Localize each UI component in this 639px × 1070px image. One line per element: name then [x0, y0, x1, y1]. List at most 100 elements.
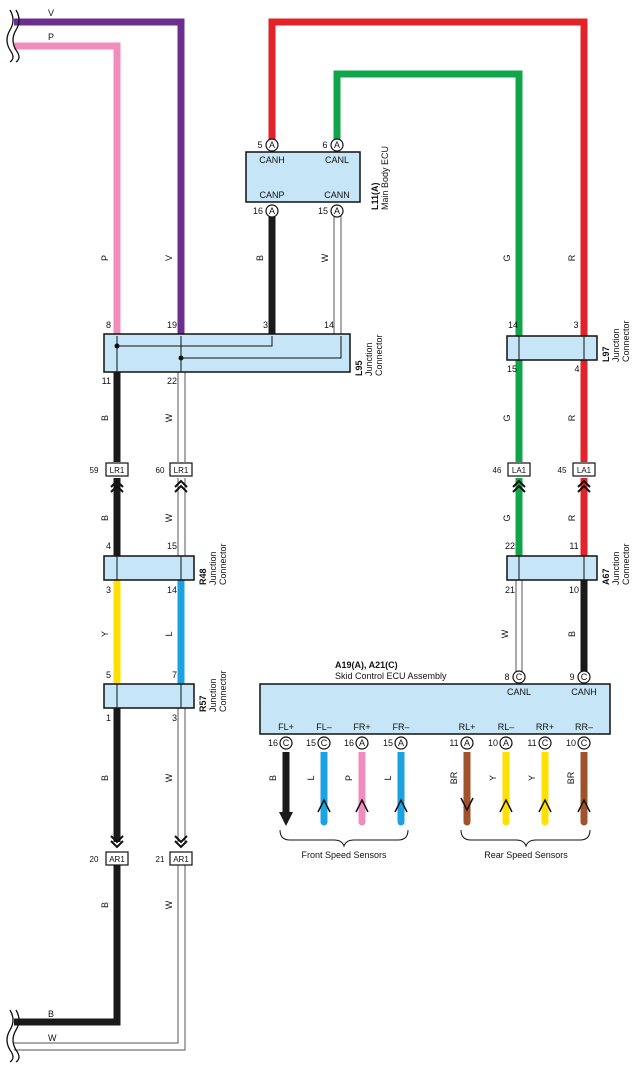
wire-label-w: W — [164, 900, 174, 909]
skid-ecu-name: Skid Control ECU Assembly — [335, 671, 447, 681]
l97-label: L97 Junction Connector — [601, 320, 631, 362]
l97-desc1: Junction — [611, 328, 621, 362]
inline-connector-name: LA1 — [577, 466, 592, 475]
r48-pin: 3 — [106, 585, 111, 595]
skid-sensor-signal: RR– — [575, 722, 593, 732]
inline-connector-ar1-21: AR1 21 — [156, 851, 193, 866]
main-ecu-label: L11(A) Main Body ECU — [370, 146, 390, 210]
pin-conn-letter: A — [359, 738, 365, 748]
inline-connector-name: AR1 — [173, 855, 189, 864]
wire-label-b: B — [100, 415, 110, 421]
wire-label-p: P — [100, 255, 110, 261]
a67-pin: 10 — [569, 585, 579, 595]
l97-pin: 15 — [507, 364, 517, 374]
rear-speed-sensors-label: Rear Speed Sensors — [484, 850, 568, 860]
pin-conn-letter: A — [334, 140, 340, 150]
inline-connector-la1-46: LA1 46 — [493, 462, 531, 477]
sensor-wire-label: BR — [449, 771, 459, 784]
skid-sensor-pin-number: 15 — [383, 738, 393, 748]
pin-conn-letter: C — [581, 672, 588, 682]
r57-pin: 7 — [172, 670, 177, 680]
skid-control-ecu-box — [259, 683, 611, 735]
inline-connector-ar1-20: AR1 20 — [90, 851, 129, 866]
inline-connector-pin: 20 — [90, 855, 99, 864]
skid-sensor-pin-number: 10 — [566, 738, 576, 748]
inline-connector-name: AR1 — [109, 855, 125, 864]
pin-circle — [394, 736, 408, 750]
l97-pin: 14 — [508, 320, 518, 330]
inline-connector-pin: 45 — [558, 466, 567, 475]
wire-v — [14, 18, 185, 336]
l97-pin: 4 — [574, 364, 579, 374]
sensor-wire-label: L — [383, 775, 393, 780]
skid-signal-canl: CANL — [507, 687, 531, 697]
l95-pin: 8 — [106, 320, 111, 330]
main-ecu-id: L11(A) — [370, 182, 380, 210]
main-ecu-signal-canp: CANP — [259, 190, 284, 200]
wire-w-bottom — [14, 864, 186, 1051]
r48-desc2: Connector — [218, 543, 228, 585]
r57-desc2: Connector — [218, 670, 228, 712]
sensor-wire-label: L — [306, 775, 316, 780]
r48-pin: 14 — [167, 585, 177, 595]
a67-id: A67 — [601, 568, 611, 585]
inline-connector-lr1-59: LR1 59 — [90, 462, 129, 477]
wire-label-y: Y — [100, 631, 110, 637]
wire-label-g: G — [502, 414, 512, 421]
r48-desc1: Junction — [208, 551, 218, 585]
main-ecu-name: Main Body ECU — [380, 146, 390, 210]
wire-g-top — [333, 70, 523, 336]
pin-circle — [317, 736, 331, 750]
skid-sensor-signal: FL– — [316, 722, 332, 732]
r48-pin: 4 — [106, 541, 111, 551]
wire-b-bottom — [14, 864, 121, 1026]
main-body-ecu-box — [245, 151, 361, 203]
r48-id: R48 — [198, 568, 208, 585]
wire-label-r: R — [567, 414, 577, 421]
r57-connector-box — [103, 683, 195, 709]
mate-chevrons — [110, 479, 591, 849]
main-ecu-signal-canh: CANH — [259, 155, 285, 165]
inline-connector-name: LR1 — [174, 466, 189, 475]
main-ecu-signal-canl: CANL — [325, 155, 349, 165]
wire-label-b: B — [255, 255, 265, 261]
l95-connector-box — [103, 333, 351, 373]
front-speed-sensors-label: Front Speed Sensors — [301, 850, 387, 860]
l95-label: L95 Junction Connector — [354, 334, 384, 376]
front-sensors-brace — [279, 829, 409, 848]
skid-sensor-signal: FL+ — [278, 722, 294, 732]
r57-id: R57 — [198, 695, 208, 712]
inline-connector-la1-45: LA1 45 — [558, 462, 596, 477]
a67-pin: 22 — [505, 541, 515, 551]
wire-label-w: W — [500, 629, 510, 638]
l95-id: L95 — [354, 360, 364, 376]
pin-conn-letter: C — [321, 738, 328, 748]
sensor-wire-label: Y — [527, 775, 537, 781]
wire-label-w: W — [164, 513, 174, 522]
a67-pin: 11 — [569, 541, 578, 551]
pin-conn-letter: A — [464, 738, 470, 748]
wire-w-r57-ar1 — [177, 708, 186, 842]
wire-label-w: W — [320, 253, 330, 262]
a67-desc2: Connector — [621, 543, 631, 585]
l97-connector-box — [506, 335, 598, 361]
l95-internal-lines — [116, 336, 342, 372]
skid-sensor-signal: FR+ — [353, 722, 370, 732]
r57-desc1: Junction — [208, 678, 218, 712]
skid-sensor-pins: FL+C16BFL–C15LFR+A16PFR–A15LRL+A11BRRL–A… — [268, 722, 593, 784]
rear-sensors-brace — [460, 829, 591, 848]
pin-conn-letter: A — [269, 140, 275, 150]
a67-connector-box — [506, 555, 598, 581]
wire-label-w: W — [164, 413, 174, 422]
wire-label-g: G — [502, 514, 512, 521]
l95-pin: 19 — [167, 320, 177, 330]
skid-ecu-id: A19(A), A21(C) — [335, 660, 398, 670]
